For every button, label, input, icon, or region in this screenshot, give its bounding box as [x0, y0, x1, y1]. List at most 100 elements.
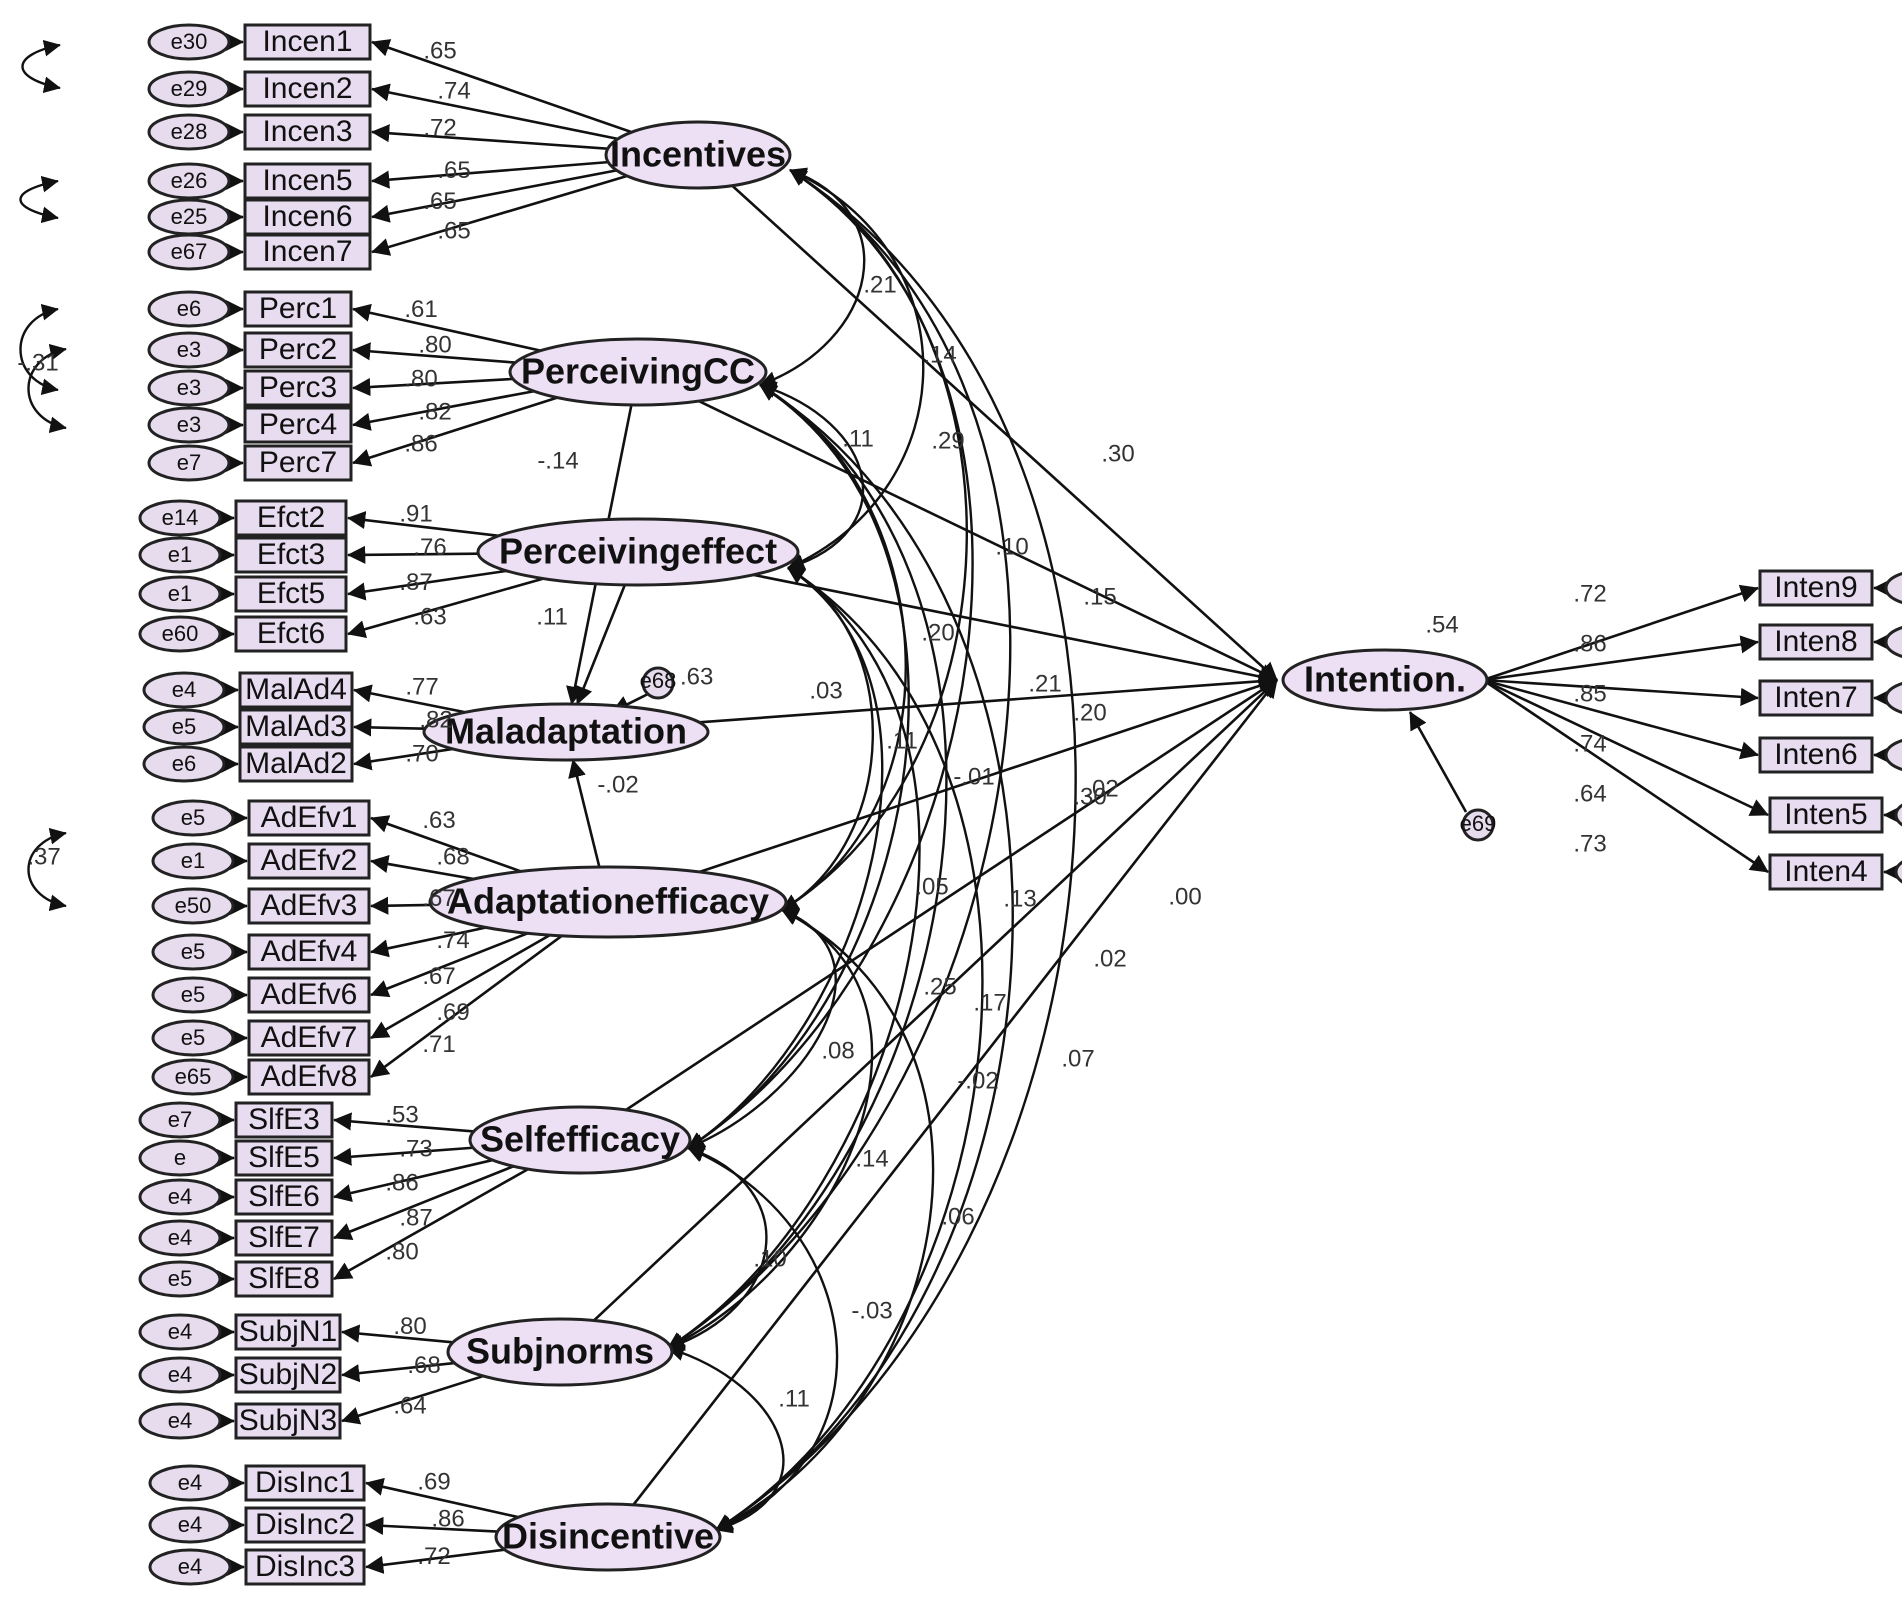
structural-path	[698, 399, 1278, 682]
loading-arrow	[370, 815, 522, 873]
indicator-box	[243, 198, 372, 236]
loading-arrow	[333, 1146, 474, 1166]
indicator-box	[234, 499, 348, 537]
error-term-label: e3	[177, 337, 201, 362]
loading-coefficient: .77	[405, 673, 438, 700]
error-term	[138, 1101, 222, 1139]
path-coefficient: .30	[1101, 440, 1134, 467]
indicator-label: SlfE6	[248, 1180, 320, 1213]
error-term	[142, 708, 226, 746]
structural-path	[699, 672, 1278, 724]
indicator-box	[234, 1356, 342, 1394]
indicator-label: SubjN3	[239, 1404, 337, 1437]
correlation-coefficient: .11	[842, 425, 874, 452]
error-term	[147, 290, 231, 328]
loading-coefficient: .74	[1573, 730, 1606, 757]
latent-subjnorms	[446, 1317, 674, 1387]
loading-arrow	[352, 396, 558, 467]
covariance-curve	[715, 383, 1014, 1532]
correlation-curves	[19, 39, 1077, 1534]
indicator-label: Perc2	[259, 333, 337, 366]
loading-coefficient: .73	[1573, 830, 1606, 857]
error-term	[138, 1139, 222, 1177]
loading-arrow	[371, 39, 633, 134]
error-term-label: e4	[168, 1319, 192, 1344]
indicator-label: SlfE7	[248, 1221, 320, 1254]
indicator-box	[244, 1548, 366, 1586]
indicator-label: Incen1	[262, 25, 352, 58]
path-coefficient: .20	[1073, 699, 1106, 726]
residual-circle	[641, 666, 675, 700]
indicator-label: Efct3	[257, 538, 325, 571]
indicator-label: MalAd4	[245, 673, 347, 706]
covariance-curve	[715, 566, 984, 1532]
correlation-coefficient: -.01	[953, 763, 994, 790]
indicator-box	[238, 708, 354, 746]
indicator-label: SlfE5	[248, 1141, 320, 1174]
loading-coefficient: .63	[413, 603, 446, 630]
loading-coefficient: .69	[417, 1468, 450, 1495]
loading-coefficient: .86	[404, 431, 437, 458]
error-term-label: e6	[172, 751, 196, 776]
error-term	[138, 1313, 222, 1351]
indicator-label: Incen5	[262, 164, 352, 197]
indicator-box	[1768, 853, 1884, 891]
structural-path	[625, 678, 1278, 1112]
structural-path	[753, 573, 1278, 686]
indicator-box	[247, 799, 371, 837]
error-term-label: e4	[168, 1184, 192, 1209]
indicator-label: Efct6	[257, 617, 325, 650]
indicator-label: Efct2	[257, 501, 325, 534]
latent-label: Intention.	[1304, 659, 1466, 700]
loading-coefficient: .64	[1573, 780, 1606, 807]
loading-coefficient: .69	[436, 999, 469, 1026]
loading-coefficient: .65	[423, 188, 456, 215]
coefficient-labels: .65.74.72.65.65.65.61.80.80.82.86.91.76.…	[17, 38, 1606, 1571]
error-term	[138, 615, 222, 653]
indicator-box	[247, 976, 371, 1014]
indicator-label: Incen3	[262, 115, 352, 148]
error-term	[148, 1464, 232, 1502]
indicator-label: Incen2	[262, 72, 352, 105]
error-correlation-coefficient: .37	[27, 843, 60, 870]
error-correlation-curve	[19, 175, 59, 224]
indicator-label: DisInc1	[255, 1466, 355, 1499]
error-term-label: e4	[172, 677, 196, 702]
loading-arrow	[370, 934, 563, 1079]
indicator-box	[238, 671, 354, 709]
loading-coefficient: .85	[1573, 680, 1606, 707]
covariance-curve	[759, 383, 907, 912]
r-squared-label: .54	[1425, 611, 1458, 638]
indicator-label: Inten7	[1774, 681, 1857, 714]
error-term-label: e6	[177, 296, 201, 321]
indicator-label: Inten6	[1774, 738, 1857, 771]
correlation-coefficient: .02	[1093, 945, 1126, 972]
indicator-box	[243, 70, 372, 108]
loading-arrow	[370, 926, 487, 958]
latent-perceivingcc	[508, 337, 768, 407]
path-edges	[216, 32, 1902, 1577]
error-term	[151, 933, 235, 971]
covariance-curve	[715, 908, 935, 1532]
error-term	[1884, 739, 1902, 771]
correlation-coefficient: -.03	[851, 1297, 892, 1324]
loading-coefficient: .65	[423, 38, 456, 65]
error-term	[147, 113, 231, 151]
error-term-label: e30	[171, 29, 208, 54]
indicator-box	[243, 233, 372, 271]
loading-coefficient: .87	[399, 569, 432, 596]
indicator-box	[234, 1260, 334, 1298]
indicator-label: MalAd2	[245, 747, 347, 780]
error-correlation-curve	[27, 827, 67, 912]
indicator-label: Perc7	[259, 446, 337, 479]
error-term	[138, 1402, 222, 1440]
indicator-box	[247, 887, 371, 925]
loading-arrow	[371, 160, 609, 189]
loading-arrow	[371, 83, 619, 141]
path-coefficient: .21	[1028, 670, 1061, 697]
error-term-label: e65	[175, 1064, 212, 1089]
error-term	[142, 745, 226, 783]
error-term-label: e28	[171, 119, 208, 144]
correlation-coefficient: .11	[778, 1385, 810, 1412]
indicator-box	[243, 369, 353, 407]
